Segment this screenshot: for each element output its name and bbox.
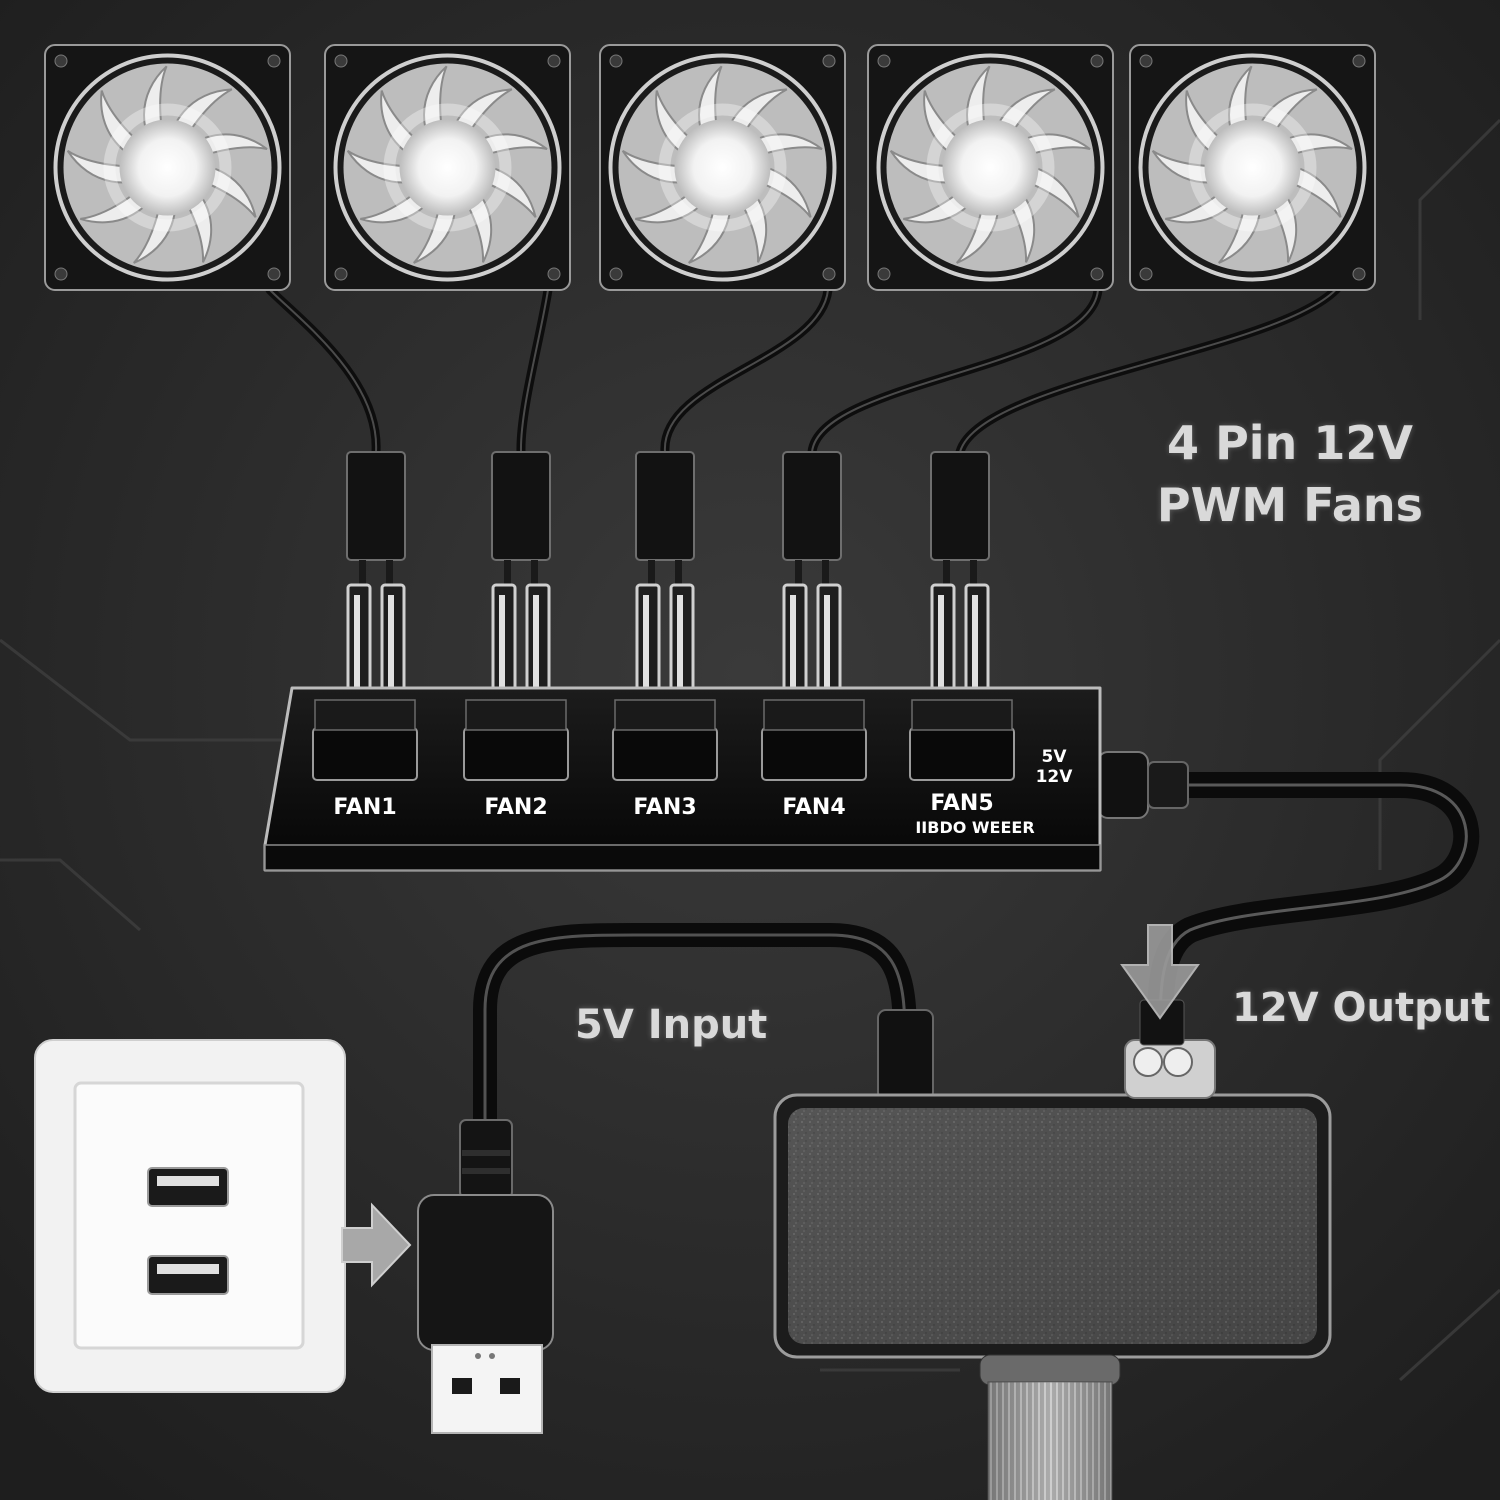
usb-port-icon <box>147 1167 229 1207</box>
fan-icon <box>600 45 845 290</box>
usb-plug-icon <box>417 1119 554 1434</box>
fan-port <box>612 699 718 781</box>
fan-icon <box>325 45 570 290</box>
fan-port <box>909 699 1015 781</box>
fans-title-line2: PWM Fans <box>1156 478 1424 532</box>
background-decoration <box>0 118 1500 1382</box>
fan-icon <box>1130 45 1375 290</box>
usb-port-icon <box>147 1255 229 1295</box>
hub-port-label: FAN4 <box>782 795 845 820</box>
fan-hub: FAN1 FAN2 FAN3 FAN4 FAN5 IIBDO WEEER 5V … <box>263 686 1102 872</box>
fan-icon <box>868 45 1113 290</box>
output-label: 12V Output <box>1232 985 1491 1031</box>
hub-voltage-5v: 5V <box>1042 747 1068 767</box>
fan-port <box>312 699 418 781</box>
car-socket-plug <box>979 1354 1121 1500</box>
fans-title-line1: 4 Pin 12V <box>1167 416 1413 470</box>
fan-port <box>463 699 569 781</box>
converter-plug <box>877 1009 934 1101</box>
hub-port-label: FAN3 <box>633 795 696 820</box>
fan-port <box>761 699 867 781</box>
dc-output-jack <box>1124 999 1216 1099</box>
input-label: 5V Input <box>575 1002 768 1048</box>
hub-port-label: FAN1 <box>333 795 396 820</box>
fans <box>45 45 1375 290</box>
hub-cable-plug <box>1097 751 1189 819</box>
hub-brand: IIBDO WEEER <box>915 818 1034 837</box>
hub-port-label: FAN5 <box>930 791 993 816</box>
arrow-down-icon <box>1120 924 1200 1020</box>
converter-box <box>773 1093 1332 1359</box>
arrow-right-icon <box>341 1202 412 1288</box>
hub-port-label: FAN2 <box>484 795 547 820</box>
fan-icon <box>45 45 290 290</box>
input-cable <box>473 922 917 1137</box>
hub-voltage-12v: 12V <box>1036 767 1074 787</box>
wall-usb-plate <box>34 1039 346 1393</box>
